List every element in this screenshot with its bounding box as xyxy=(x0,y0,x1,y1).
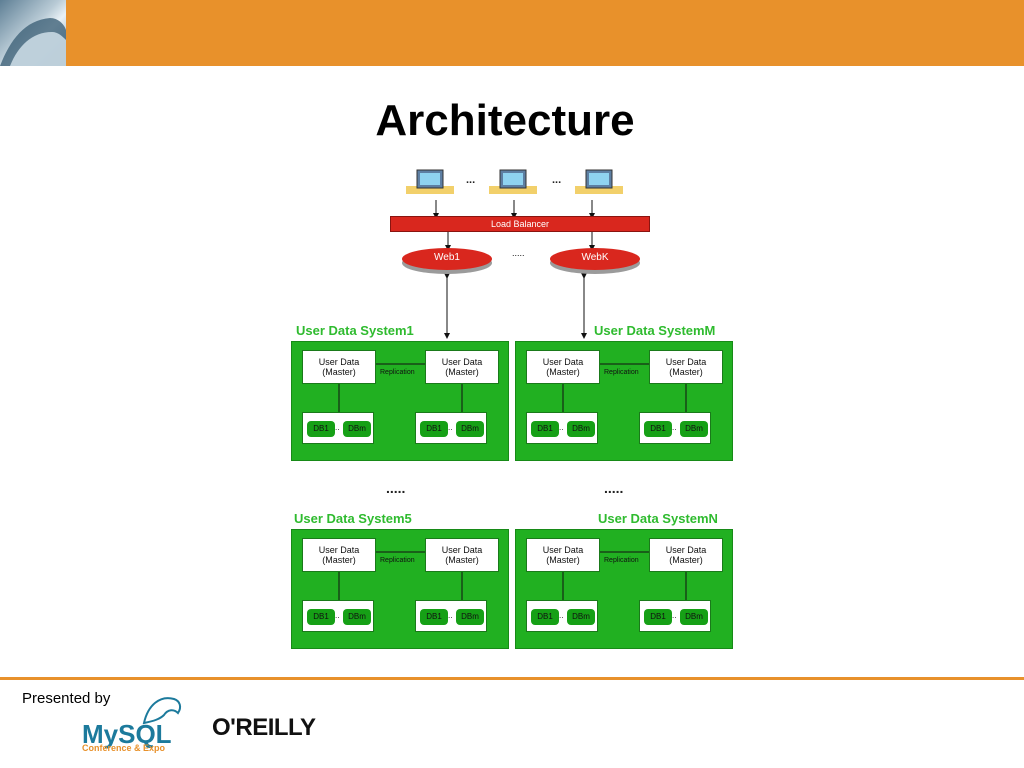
mysql-logo: MySQL Conference & Expo xyxy=(82,693,192,755)
computer-icon xyxy=(489,169,537,194)
system-title: User Data SystemM xyxy=(594,323,716,338)
oreilly-logo: O'REILLY xyxy=(212,714,316,741)
system-panel: User Data(Master) User Data(Master) Repl… xyxy=(291,341,509,461)
db-icon: DB1 xyxy=(307,609,335,625)
system-title: User Data System1 xyxy=(296,323,414,338)
architecture-diagram: ... ... Load Balancer Web1 ..... WebK Us… xyxy=(280,160,750,660)
db-group: DB1..DBm xyxy=(639,412,711,444)
db-icon: DBm xyxy=(456,421,484,437)
db-icon: DBm xyxy=(343,609,371,625)
master-node: User Data(Master) xyxy=(425,350,499,384)
wave-icon xyxy=(0,18,66,66)
db-group: DB1..DBm xyxy=(526,600,598,632)
web-server-k: WebK xyxy=(550,248,640,270)
master-node: User Data(Master) xyxy=(526,350,600,384)
db-icon: DBm xyxy=(456,609,484,625)
master-node: User Data(Master) xyxy=(649,350,723,384)
db-icon: DB1 xyxy=(531,421,559,437)
master-node: User Data(Master) xyxy=(649,538,723,572)
db-icon: DBm xyxy=(567,421,595,437)
db-icon: DBm xyxy=(343,421,371,437)
db-group: DB1..DBm xyxy=(415,412,487,444)
master-node: User Data(Master) xyxy=(302,350,376,384)
db-group: DB1..DBm xyxy=(639,600,711,632)
db-group: DB1..DBm xyxy=(415,600,487,632)
db-icon: DB1 xyxy=(644,421,672,437)
db-group: DB1..DBm xyxy=(302,600,374,632)
system-dots: ..... xyxy=(604,480,624,496)
system-panel: User Data(Master) User Data(Master) Repl… xyxy=(515,341,733,461)
db-icon: DB1 xyxy=(307,421,335,437)
client-dots: ... xyxy=(552,174,562,186)
system-panel: User Data(Master) User Data(Master) Repl… xyxy=(291,529,509,649)
replication-label: Replication xyxy=(604,369,639,376)
system-panel: User Data(Master) User Data(Master) Repl… xyxy=(515,529,733,649)
master-node: User Data(Master) xyxy=(526,538,600,572)
page-title: Architecture xyxy=(375,96,635,145)
system-title: User Data System5 xyxy=(294,511,412,526)
client-dots: ... xyxy=(466,174,476,186)
system-title: User Data SystemN xyxy=(598,511,718,526)
db-icon: DBm xyxy=(680,609,708,625)
db-group: DB1..DBm xyxy=(302,412,374,444)
replication-label: Replication xyxy=(380,557,415,564)
footer-divider xyxy=(0,677,1024,680)
replication-label: Replication xyxy=(380,369,415,376)
computer-icon xyxy=(575,169,623,194)
master-node: User Data(Master) xyxy=(302,538,376,572)
dolphin-icon xyxy=(142,697,182,725)
web-server-1: Web1 xyxy=(402,248,492,270)
db-icon: DBm xyxy=(680,421,708,437)
computer-icon xyxy=(406,169,454,194)
mysql-subtitle: Conference & Expo xyxy=(82,743,166,753)
connector-lines xyxy=(433,200,595,339)
db-icon: DB1 xyxy=(644,609,672,625)
replication-label: Replication xyxy=(604,557,639,564)
system-dots: ..... xyxy=(386,480,406,496)
header-bar xyxy=(0,0,1024,66)
load-balancer: Load Balancer xyxy=(390,216,650,232)
db-group: DB1..DBm xyxy=(526,412,598,444)
web-dots: ..... xyxy=(512,248,525,258)
db-icon: DB1 xyxy=(420,421,448,437)
master-node: User Data(Master) xyxy=(425,538,499,572)
db-icon: DB1 xyxy=(531,609,559,625)
db-icon: DB1 xyxy=(420,609,448,625)
wave-logo xyxy=(0,0,66,66)
mysql-wordmark: MySQL xyxy=(82,719,172,749)
db-icon: DBm xyxy=(567,609,595,625)
presented-by-label: Presented by xyxy=(22,690,111,707)
